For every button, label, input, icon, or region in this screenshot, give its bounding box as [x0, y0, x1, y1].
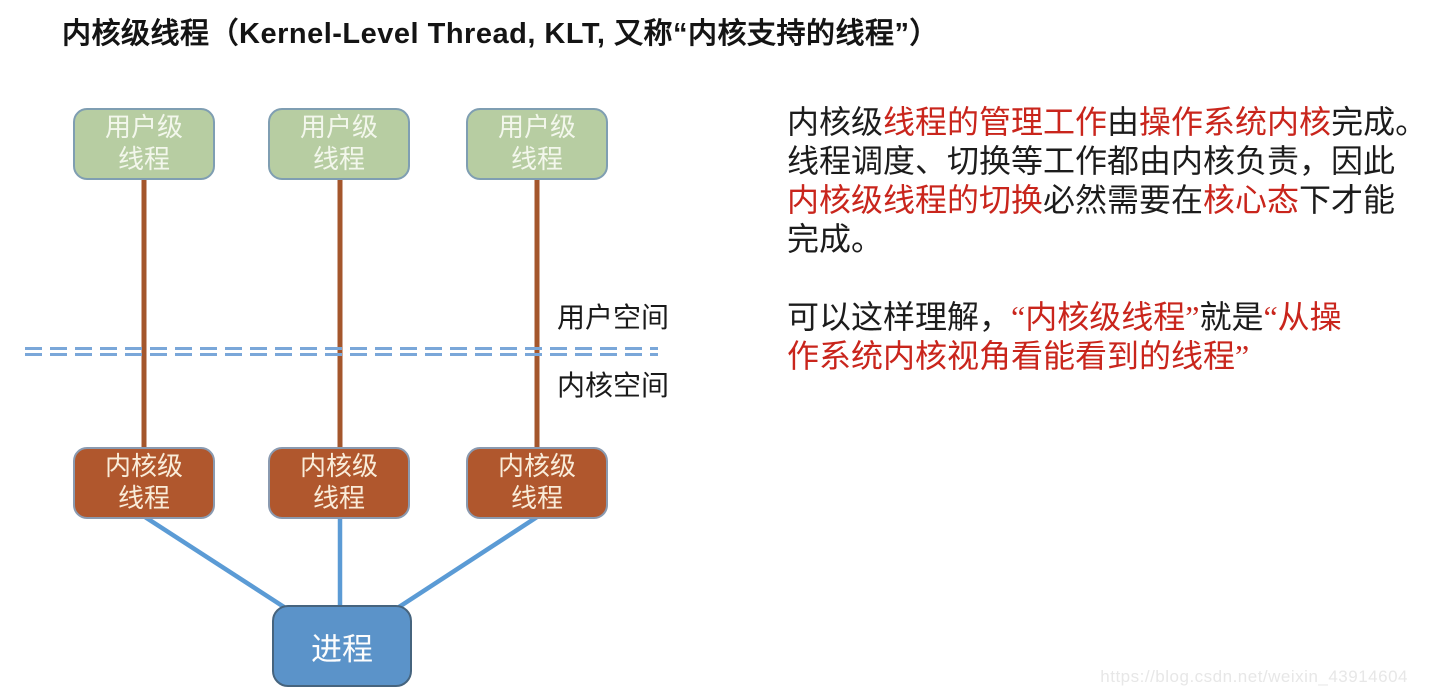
- kernel-thread-box: 内核级 线程: [268, 447, 410, 519]
- text-segment: 下才能: [1299, 182, 1396, 218]
- text-segment-red: 内核级线程的切换: [787, 182, 1044, 218]
- user-space-label: 用户空间: [557, 303, 670, 334]
- text-segment: 可以这样理解，: [787, 299, 1012, 335]
- process-box: 进程: [272, 605, 412, 687]
- kernel-space-label: 内核空间: [557, 371, 670, 402]
- text-segment: 必然需要在: [1043, 182, 1204, 218]
- space-divider-dashed-line: [25, 347, 658, 356]
- text-segment: 由: [1107, 104, 1140, 140]
- text-segment: 就是: [1199, 299, 1264, 335]
- explain-line-red: 作系统内核视角看能看到的线程”: [787, 338, 1250, 374]
- explain-paragraph-1: 内核级线程的管理工作由操作系统内核完成。 线程调度、切换等工作都由内核负责，因此…: [787, 103, 1427, 259]
- explanation-text: 内核级线程的管理工作由操作系统内核完成。 线程调度、切换等工作都由内核负责，因此…: [787, 103, 1427, 376]
- page-title: 内核级线程（Kernel-Level Thread, KLT, 又称“内核支持的…: [62, 18, 940, 50]
- text-segment-red: 核心态: [1203, 182, 1300, 218]
- text-segment: 完成。: [1331, 104, 1428, 140]
- text-segment-red: “从操: [1263, 299, 1342, 335]
- explain-paragraph-2: 可以这样理解，“内核级线程”就是“从操 作系统内核视角看能看到的线程”: [787, 298, 1427, 376]
- explain-line: 完成。: [787, 221, 884, 257]
- user-thread-box: 用户级 线程: [466, 108, 608, 180]
- text-segment-red: “内核级线程”: [1011, 299, 1200, 335]
- explain-line: 可以这样理解，“内核级线程”就是“从操: [787, 298, 1427, 337]
- text-segment: 内核级: [787, 104, 884, 140]
- text-segment-red: 操作系统内核: [1139, 104, 1332, 140]
- kernel-thread-box: 内核级 线程: [466, 447, 608, 519]
- explain-line: 内核级线程的切换必然需要在核心态下才能: [787, 181, 1427, 220]
- explain-line: 线程调度、切换等工作都由内核负责，因此: [787, 143, 1396, 179]
- explain-line: 内核级线程的管理工作由操作系统内核完成。: [787, 103, 1427, 142]
- user-thread-box: 用户级 线程: [268, 108, 410, 180]
- kernel-thread-box: 内核级 线程: [73, 447, 215, 519]
- watermark: https://blog.csdn.net/weixin_43914604: [1100, 667, 1408, 686]
- text-segment-red: 线程的管理工作: [883, 104, 1108, 140]
- blue-link-line: [397, 515, 539, 609]
- user-thread-box: 用户级 线程: [73, 108, 215, 180]
- blue-link-line: [143, 515, 286, 609]
